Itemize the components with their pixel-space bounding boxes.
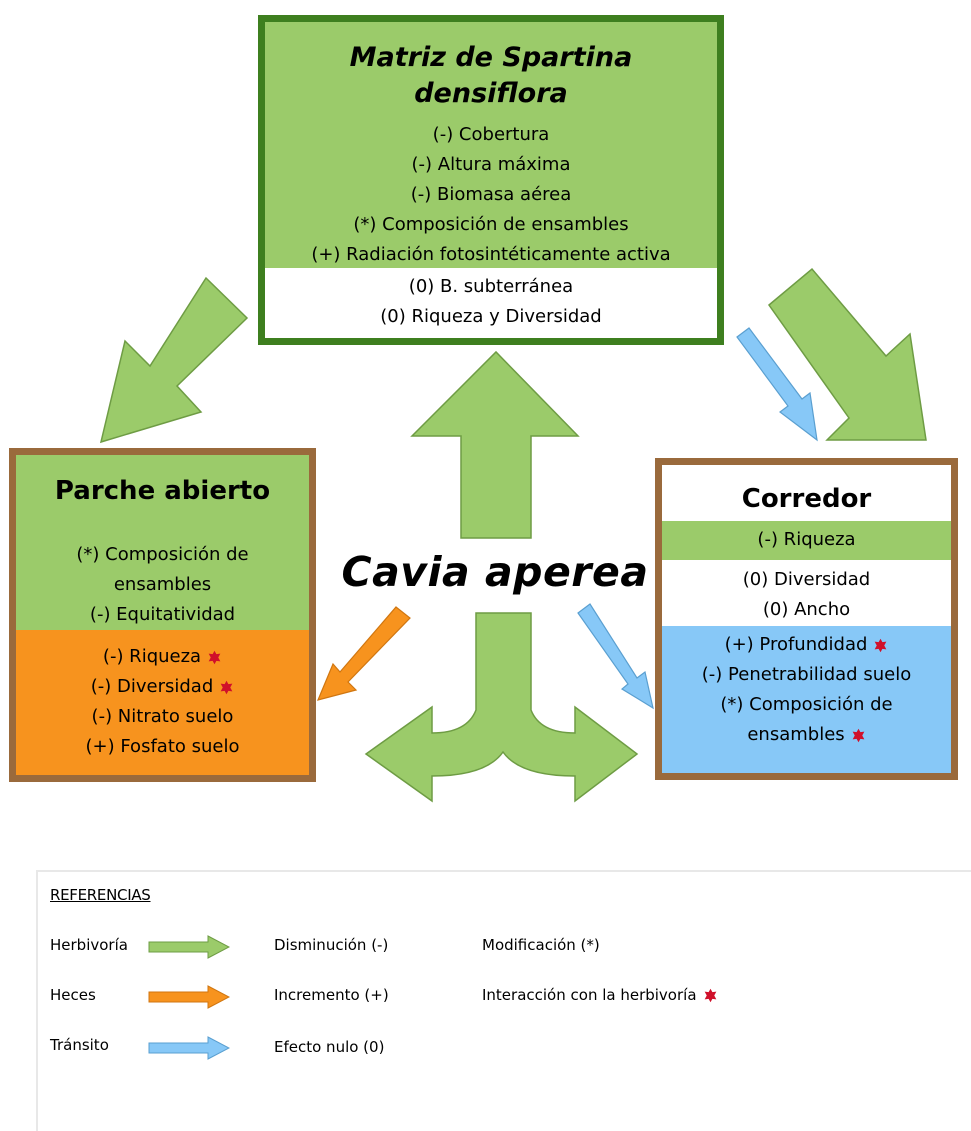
herbivory-interaction-star-icon (208, 650, 221, 664)
herbivory-interaction-star-icon (875, 638, 887, 652)
herbivory-arrow-right (767, 267, 927, 441)
corridor-blue-effect: (-) Penetrabilidad suelo (701, 664, 912, 685)
legend-effect-label: Disminución (-) (274, 936, 389, 954)
matrix-effects-panel (265, 22, 717, 268)
corridor-blue-effect: (*) Composición de (720, 694, 893, 715)
corridor-null-effect: (0) Diversidad (742, 569, 871, 590)
corridor-blue-effect: ensambles (662, 720, 951, 750)
open-patch-title: Parche abierto (54, 476, 271, 506)
open-patch-orange-panel (16, 630, 309, 775)
corridor-blue-list: (+) Profundidad (-) Penetrabilidad suelo… (662, 630, 951, 750)
matrix-title-line-2: densiflora (414, 78, 568, 109)
matrix-box: Matriz de Spartina densiflora (-) Cobert… (258, 15, 724, 345)
corridor-blue-effect-text: ensambles (747, 724, 845, 745)
transit-arrow-icon (148, 1036, 230, 1060)
corridor-blue-panel (662, 626, 951, 773)
open-patch-green-list: (*) Composición de ensambles (-) Equitat… (16, 540, 309, 630)
legend-panel: REFERENCIAS Herbivoría Disminución (-) M… (36, 870, 971, 1131)
corridor-green-panel (662, 521, 951, 560)
corridor-blue-effect: (+) Profundidad (662, 630, 951, 660)
herbivory-arrow-left (99, 276, 249, 444)
transit-arrow-bottom (577, 603, 654, 710)
open-patch-orange-effect-text: (-) Riqueza (102, 646, 202, 667)
open-patch-effect: ensambles (113, 574, 212, 595)
open-patch-orange-effect-text: (-) Diversidad (90, 676, 214, 697)
matrix-null-effect: (0) Riqueza y Diversidad (380, 306, 602, 327)
herbivory-arrow-icon (148, 935, 230, 959)
species-label: Cavia aperea (341, 548, 649, 596)
open-patch-box: Parche abierto (*) Composición de ensamb… (9, 448, 316, 782)
legend-modification: Modificación (*) (482, 936, 600, 954)
matrix-effect: (-) Cobertura (432, 124, 550, 145)
corridor-null-effect: (0) Ancho (762, 599, 851, 620)
matrix-title: Matriz de Spartina densiflora (265, 40, 717, 112)
herbivory-fork-arrow (364, 612, 639, 803)
legend-effect-label: Efecto nulo (0) (274, 1038, 385, 1056)
corridor-green-line: (-) Riqueza (757, 529, 856, 550)
legend-interaction: Interacción con la herbivoría (482, 986, 718, 1004)
herbivory-interaction-star-icon (220, 680, 233, 694)
matrix-effects-list: (-) Cobertura (-) Altura máxima (-) Biom… (265, 120, 717, 270)
matrix-title-line-1: Matriz de Spartina (349, 42, 633, 73)
feces-arrow (316, 606, 411, 701)
corridor-box: Corredor (-) Riqueza (0) Diversidad (0) … (655, 458, 958, 780)
legend-effect-label: Incremento (+) (274, 986, 389, 1004)
legend-arrow-label: Tránsito (50, 1036, 109, 1054)
legend-header: REFERENCIAS (50, 886, 151, 904)
open-patch-effect: (-) Equitatividad (89, 604, 236, 625)
matrix-effect: (-) Altura máxima (411, 154, 571, 175)
matrix-null-effect: (0) B. subterránea (408, 276, 574, 297)
matrix-null-effects: (0) B. subterránea (0) Riqueza y Diversi… (265, 272, 717, 332)
herbivory-arrow-up (410, 350, 580, 539)
herbivory-interaction-star-icon (852, 728, 865, 742)
open-patch-effect: (*) Composición de (76, 544, 249, 565)
matrix-effect: (-) Biomasa aérea (410, 184, 572, 205)
corridor-title: Corredor (741, 484, 872, 514)
open-patch-orange-effect: (-) Nitrato suelo (91, 706, 234, 727)
open-patch-orange-effect: (-) Riqueza (16, 642, 309, 672)
legend-interaction-text: Interacción con la herbivoría (482, 986, 697, 1004)
legend-arrow-label: Herbivoría (50, 936, 128, 954)
matrix-effect: (*) Composición de ensambles (353, 214, 629, 235)
legend-arrow-label: Heces (50, 986, 96, 1004)
open-patch-orange-effect: (-) Diversidad (16, 672, 309, 702)
open-patch-orange-list: (-) Riqueza (-) Diversidad (-) Nitrato s… (16, 642, 309, 762)
open-patch-orange-effect: (+) Fosfato suelo (85, 736, 240, 757)
corridor-white-list: (0) Diversidad (0) Ancho (662, 565, 951, 625)
corridor-blue-effect-text: (+) Profundidad (724, 634, 868, 655)
transit-arrow-top (736, 327, 818, 442)
matrix-effect: (+) Radiación fotosintéticamente activa (311, 244, 671, 265)
herbivory-interaction-star-icon (704, 988, 716, 1003)
feces-arrow-icon (148, 985, 230, 1009)
